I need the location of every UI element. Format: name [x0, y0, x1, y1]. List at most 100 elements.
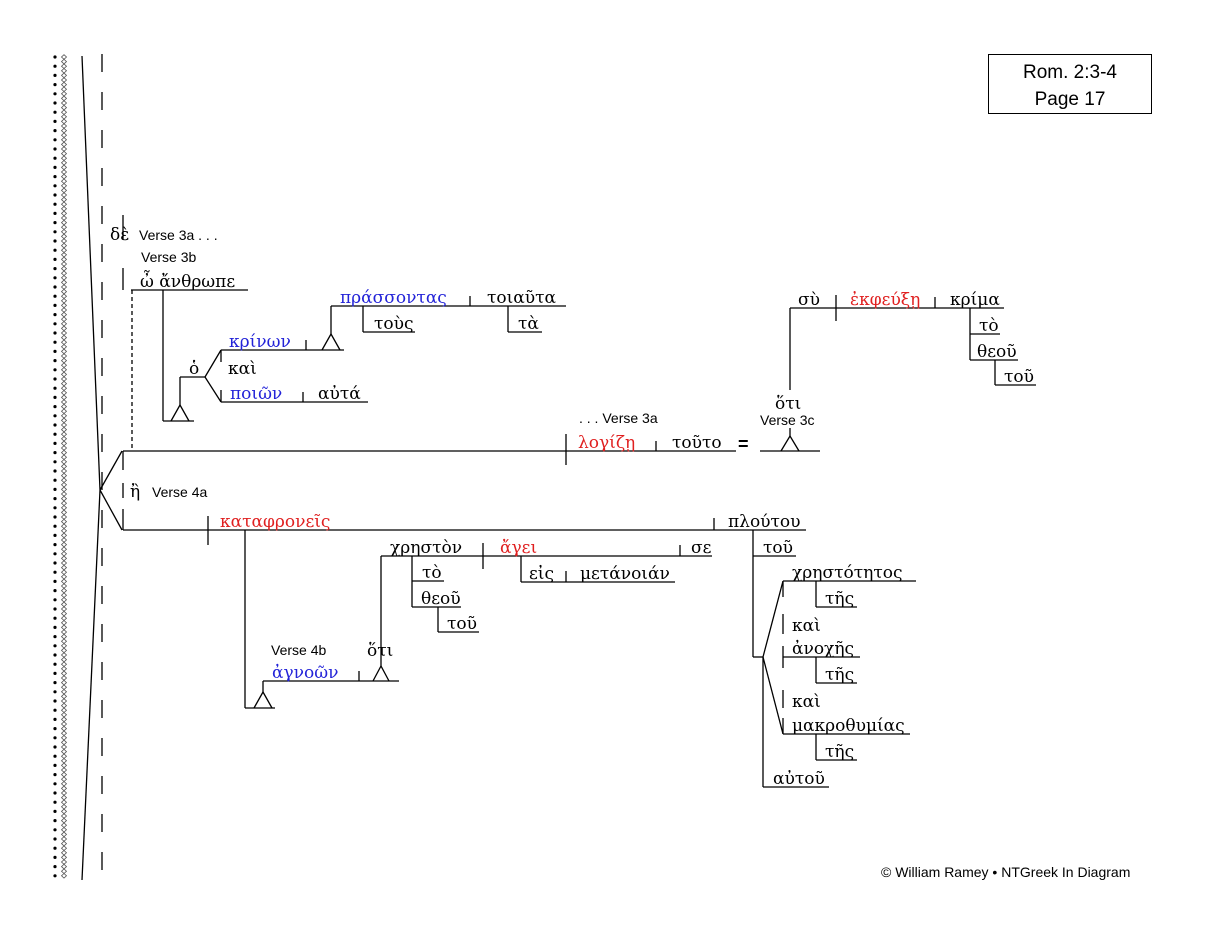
margin-dot [53, 267, 57, 271]
word-de: δὲ [110, 225, 129, 245]
margin-diamond [60, 610, 68, 617]
margin-diamond [60, 219, 68, 226]
margin-diamond [60, 399, 68, 405]
margin-diamond [60, 748, 68, 755]
margin-dot [53, 717, 57, 722]
margin-diamond [60, 794, 68, 801]
margin-diamond [60, 555, 68, 562]
margin-diamond [60, 716, 68, 723]
margin-dot [53, 506, 57, 510]
margin-dot [53, 441, 57, 445]
margin-diamond [60, 629, 68, 635]
margin-diamond [60, 670, 68, 677]
margin-dot [53, 552, 57, 556]
margin-diamond [60, 757, 68, 764]
margin-diamond [60, 698, 68, 704]
margin-diamond [60, 477, 68, 484]
word-kai: καὶ [228, 359, 257, 379]
margin-diamond [60, 523, 68, 530]
margin-diamond [60, 173, 68, 180]
margin-diamond [60, 90, 68, 97]
margin-diamond [60, 233, 68, 240]
margin-diamond [60, 412, 68, 419]
margin-dot [53, 175, 57, 179]
margin-diamond [60, 302, 68, 309]
margin-diamond [60, 422, 68, 428]
margin-diamond [60, 353, 68, 359]
margin-dot [53, 837, 57, 841]
word-eis: εἰς [529, 564, 554, 584]
margin-dot [53, 671, 57, 676]
margin-dot [53, 92, 57, 96]
margin-diamond [60, 210, 68, 217]
label-verse-3a: Verse 3a . . . [139, 227, 218, 243]
copyright-footer: © William Ramey • NTGreek In Diagram [881, 864, 1131, 880]
margin-diamond [60, 679, 68, 686]
margin-dot [53, 432, 57, 436]
margin-dot [53, 248, 57, 252]
margin-diamond [60, 251, 68, 258]
margin-diamond [60, 54, 68, 60]
margin-dot [53, 129, 57, 133]
word-to-3c: τὸ [979, 316, 999, 336]
margin-dot [53, 469, 57, 473]
margin-diamond [60, 776, 68, 783]
margin-diamond [60, 454, 68, 461]
margin-dot [53, 294, 57, 298]
margin-dot [53, 874, 57, 878]
label-verse-4b: Verse 4b [271, 642, 326, 658]
margin-dot [53, 230, 57, 234]
margin-diamond [60, 201, 68, 208]
margin-diamond [60, 638, 68, 645]
word-prassontas: πράσσοντας [340, 288, 447, 308]
margin-diamond [60, 817, 68, 824]
word-ekpheuxe: ἐκφεύξῃ [850, 290, 920, 310]
margin-diamond [60, 615, 68, 622]
word-theou-4b: θεοῦ [421, 589, 461, 609]
margin-diamond [60, 435, 68, 442]
margin-dot [53, 763, 57, 768]
margin-diamond [60, 256, 68, 263]
margin-diamond [60, 320, 68, 327]
margin-dot [53, 184, 57, 188]
tripod-icon [321, 332, 341, 351]
connector-line [99, 489, 123, 531]
word-hoti-4b: ὅτι [367, 641, 393, 661]
margin-diamond [60, 330, 68, 336]
margin-diamond [60, 872, 68, 879]
margin-dot [53, 73, 57, 77]
word-auta: αὐτά [318, 384, 361, 404]
margin-diamond [60, 284, 68, 290]
margin-diamond [60, 790, 68, 796]
margin-diamond [60, 187, 68, 194]
margin-diamond [60, 803, 68, 810]
margin-diamond [60, 592, 68, 599]
margin-diamond [60, 762, 68, 769]
margin-diamond [60, 550, 68, 557]
margin-diamond [60, 104, 68, 111]
margin-diamond [60, 578, 68, 585]
tripod-icon [170, 403, 190, 422]
margin-diamond [60, 127, 68, 134]
margin-dot [53, 165, 57, 169]
word-o-anthrope: ὦ ἄνθρωπε [140, 270, 235, 292]
margin-dot [53, 487, 57, 491]
margin-dot [53, 423, 57, 427]
margin-decoration [53, 54, 68, 879]
margin-dot [53, 708, 57, 712]
margin-diamond [60, 826, 68, 833]
margin-dot [53, 865, 57, 869]
margin-dot [53, 681, 57, 685]
margin-diamond [60, 196, 68, 203]
margin-dot [53, 110, 57, 114]
margin-diamond [60, 215, 68, 221]
word-ploutou: πλούτου [728, 512, 801, 532]
margin-diamond [60, 95, 68, 102]
margin-diamond [60, 739, 68, 746]
margin-slant-line [81, 489, 101, 881]
margin-diamond [60, 560, 68, 566]
margin-diamond [60, 491, 68, 497]
margin-dot [53, 386, 57, 390]
margin-diamond [60, 642, 68, 649]
